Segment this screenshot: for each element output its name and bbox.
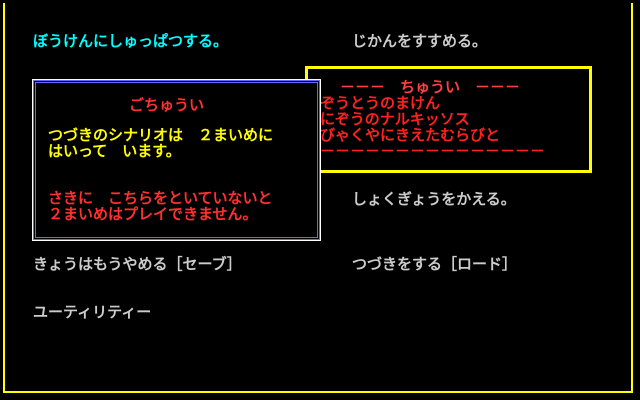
warning-message-line: ２まいめはプレイできません。: [48, 205, 258, 223]
warning-message-line: つづきのシナリオは ２まいめに: [48, 126, 274, 144]
scenario-line: ぞうとうのまけん: [320, 94, 441, 112]
warning-dialog: ごちゅうい つづきのシナリオは ２まいめに はいって います。 さきに こちらを…: [32, 79, 321, 241]
menu-item-adventure[interactable]: ぼうけんにしゅっぱつする。: [33, 32, 229, 50]
screen-frame-left: [3, 3, 5, 393]
scenario-notice-box: －－－ ちゅうい －－－ ぞうとうのまけん にぞうのナルキッソス びゃくやにきえ…: [305, 66, 592, 173]
scenario-notice-footer: －－－－－－－－－－－－－－－: [320, 142, 546, 160]
warning-message-line: さきに こちらをといていないと: [48, 189, 273, 207]
menu-item-continue-load[interactable]: つづきをする［ロード］: [352, 255, 518, 273]
scenario-line: にぞうのナルキッソス: [320, 110, 470, 128]
warning-dialog-title: ごちゅうい: [129, 96, 205, 114]
warning-message-line: はいって います。: [48, 142, 181, 160]
menu-item-quit-save[interactable]: きょうはもうやめる［セーブ］: [33, 255, 242, 273]
screen-frame: [3, 3, 633, 393]
scenario-line: びゃくやにきえたむらびと: [320, 126, 501, 144]
menu-item-advance-time[interactable]: じかんをすすめる。: [352, 32, 488, 50]
scenario-notice-header: －－－ ちゅうい －－－: [340, 78, 521, 96]
menu-item-utility[interactable]: ユーティリティー: [33, 303, 152, 321]
menu-item-change-class[interactable]: しょくぎょうをかえる。: [352, 190, 516, 208]
